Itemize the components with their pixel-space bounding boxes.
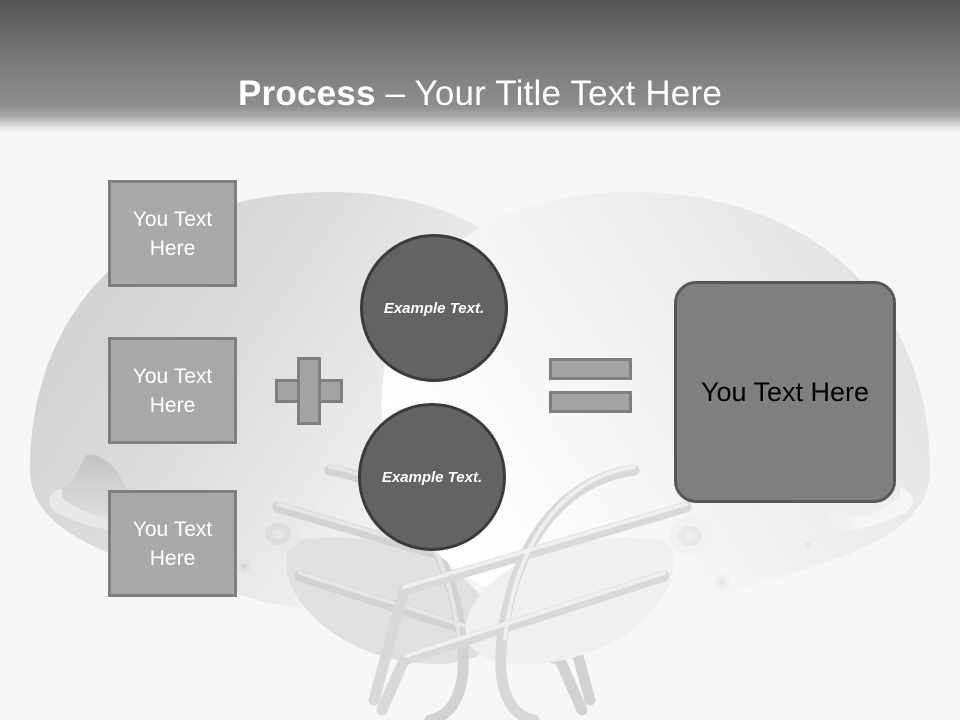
circle-node-2-label: Example Text. <box>381 468 483 486</box>
result-box[interactable]: You Text Here <box>674 281 896 503</box>
page-title-remainder: – Your Title Text Here <box>375 74 722 114</box>
result-box-label: You Text Here <box>700 377 870 407</box>
input-box-3[interactable]: You Text Here <box>108 490 237 597</box>
page-title: Process – Your Title Text Here <box>0 73 960 115</box>
equals-icon <box>549 358 632 413</box>
input-box-2-label: You Text Here <box>132 364 213 417</box>
circle-node-1[interactable]: Example Text. <box>360 234 508 382</box>
plus-icon <box>275 357 343 425</box>
plus-icon-center <box>300 382 318 400</box>
input-box-1[interactable]: You Text Here <box>108 180 237 287</box>
equals-icon-bottom-bar <box>549 391 632 413</box>
circle-node-1-label: Example Text. <box>383 299 485 317</box>
circle-node-2[interactable]: Example Text. <box>358 403 506 551</box>
input-box-2[interactable]: You Text Here <box>108 337 237 444</box>
input-box-1-label: You Text Here <box>132 207 213 260</box>
input-box-3-label: You Text Here <box>132 517 213 570</box>
slide-header-band <box>0 0 960 132</box>
page-title-emphasis: Process <box>238 74 376 114</box>
equals-icon-top-bar <box>549 358 632 380</box>
